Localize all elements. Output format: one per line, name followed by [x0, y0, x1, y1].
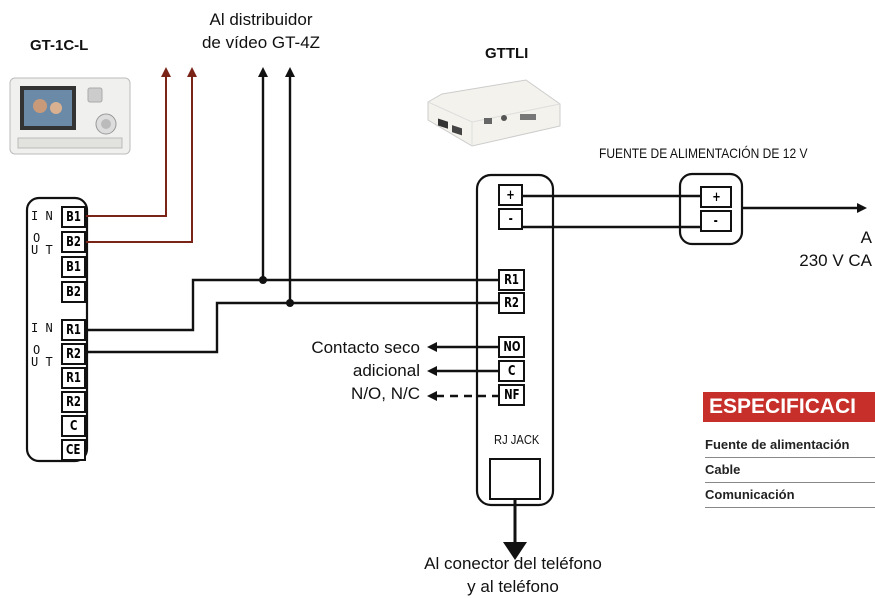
b1-wire — [86, 67, 171, 217]
mains-caption-line1: A — [860, 228, 872, 247]
spec-row-cable: Cable — [705, 458, 875, 483]
interface-terminal-r1: R1 — [498, 269, 525, 291]
monitor-terminal-r2-in-label: R2 — [66, 346, 81, 362]
phone-caption-line2: y al teléfono — [467, 577, 559, 596]
b2-wire — [86, 67, 197, 243]
monitor-terminal-b1-out-label: B1 — [66, 259, 81, 275]
r2-wire — [86, 301, 498, 354]
psu-terminal-plus: + — [700, 186, 732, 208]
interface-terminal-nf-label: NF — [503, 387, 520, 403]
interface-terminal-c: C — [498, 360, 525, 382]
monitor-terminal-r1-out-label: R1 — [66, 370, 81, 386]
group1-side-o: O — [33, 231, 41, 245]
monitor-terminal-r1-out: R1 — [61, 367, 86, 389]
monitor-terminal-ce: CE — [61, 439, 86, 461]
psu-terminal-minus: - — [700, 210, 732, 232]
monitor-terminal-b1-in-label: B1 — [66, 209, 81, 225]
monitor-terminal-c-label: C — [69, 418, 78, 434]
psu-terminal-minus-label: - — [713, 213, 719, 229]
monitor-terminal-r1-in-label: R1 — [66, 322, 81, 338]
interface-terminal-no-label: NO — [502, 339, 521, 355]
mains-caption: A 230 V CA — [760, 226, 872, 272]
monitor-terminal-r1-in: R1 — [61, 319, 86, 341]
interface-terminal-r1-label: R1 — [504, 272, 519, 288]
distributor-caption-line2: de vídeo GT-4Z — [201, 33, 321, 52]
monitor-illustration — [9, 77, 131, 155]
group2-side-labels: I N O U T — [31, 322, 53, 368]
contact-caption-line1: Contacto seco — [311, 338, 420, 357]
interface-terminal-c-label: C — [507, 363, 516, 379]
r1-wire — [86, 278, 498, 332]
psu-terminal-plus-label: + — [711, 189, 721, 205]
monitor-terminal-b1-out: B1 — [61, 256, 86, 278]
phone-caption-line1: Al conector del teléfono — [424, 554, 602, 573]
group2-side-ut: U T — [31, 355, 53, 369]
mains-caption-line2: 230 V CA — [799, 251, 872, 270]
contact-caption: Contacto seco adicional N/O, N/C — [290, 336, 420, 405]
spec-row-communication: Comunicación — [705, 483, 875, 508]
power-supply-caption: FUENTE DE ALIMENTACIÓN DE 12 V — [599, 145, 808, 161]
interface-label: GTTLI — [485, 45, 529, 62]
interface-terminal-r2-label: R2 — [504, 295, 519, 311]
group1-side-in: I N — [31, 209, 53, 223]
spec-row-power: Fuente de alimentación — [705, 433, 875, 458]
interface-terminal-plus-label: + — [506, 187, 515, 203]
interface-terminal-no: NO — [498, 336, 525, 358]
r1-junction — [259, 276, 267, 284]
group2-side-in: I N — [31, 321, 53, 335]
phone-caption: Al conector del teléfono y al teléfono — [378, 552, 648, 598]
group1-side-labels: I N O U T — [31, 210, 53, 256]
monitor-terminal-b1-in: B1 — [61, 206, 86, 228]
contact-caption-line3: N/O, N/C — [351, 384, 420, 403]
interface-terminal-minus: - — [498, 208, 523, 230]
monitor-terminal-b2-out: B2 — [61, 281, 86, 303]
interface-illustration — [427, 79, 561, 147]
phone-arrow-head — [503, 542, 527, 560]
interface-terminal-minus-label: - — [508, 211, 513, 227]
monitor-terminal-b2-in-label: B2 — [66, 234, 81, 250]
interface-terminal-r2: R2 — [498, 292, 525, 314]
spec-heading: ESPECIFICACI — [703, 392, 875, 422]
distributor-caption-line1: Al distribuidor — [209, 10, 313, 29]
contact-caption-line2: adicional — [352, 361, 420, 380]
group1-side-ut: U T — [31, 243, 53, 257]
monitor-terminal-b2-out-label: B2 — [66, 284, 81, 300]
interface-terminal-nf: NF — [498, 384, 525, 406]
rj-jack-port — [489, 458, 541, 500]
r2-junction — [286, 299, 294, 307]
monitor-terminal-ce-label: CE — [66, 442, 81, 458]
psu-box — [678, 172, 744, 246]
monitor-label: GT-1C-L — [30, 37, 89, 54]
rj-jack-label: RJ JACK — [494, 432, 540, 447]
distributor-caption: Al distribuidor de vídeo GT-4Z — [186, 8, 336, 54]
group2-side-o: O — [33, 343, 41, 357]
monitor-terminal-r2-out-label: R2 — [66, 394, 81, 410]
monitor-terminal-r2-in: R2 — [61, 343, 86, 365]
monitor-terminal-r2-out: R2 — [61, 391, 86, 413]
monitor-terminal-b2-in: B2 — [61, 231, 86, 253]
monitor-terminal-c: C — [61, 415, 86, 437]
interface-terminal-plus: + — [498, 184, 523, 206]
